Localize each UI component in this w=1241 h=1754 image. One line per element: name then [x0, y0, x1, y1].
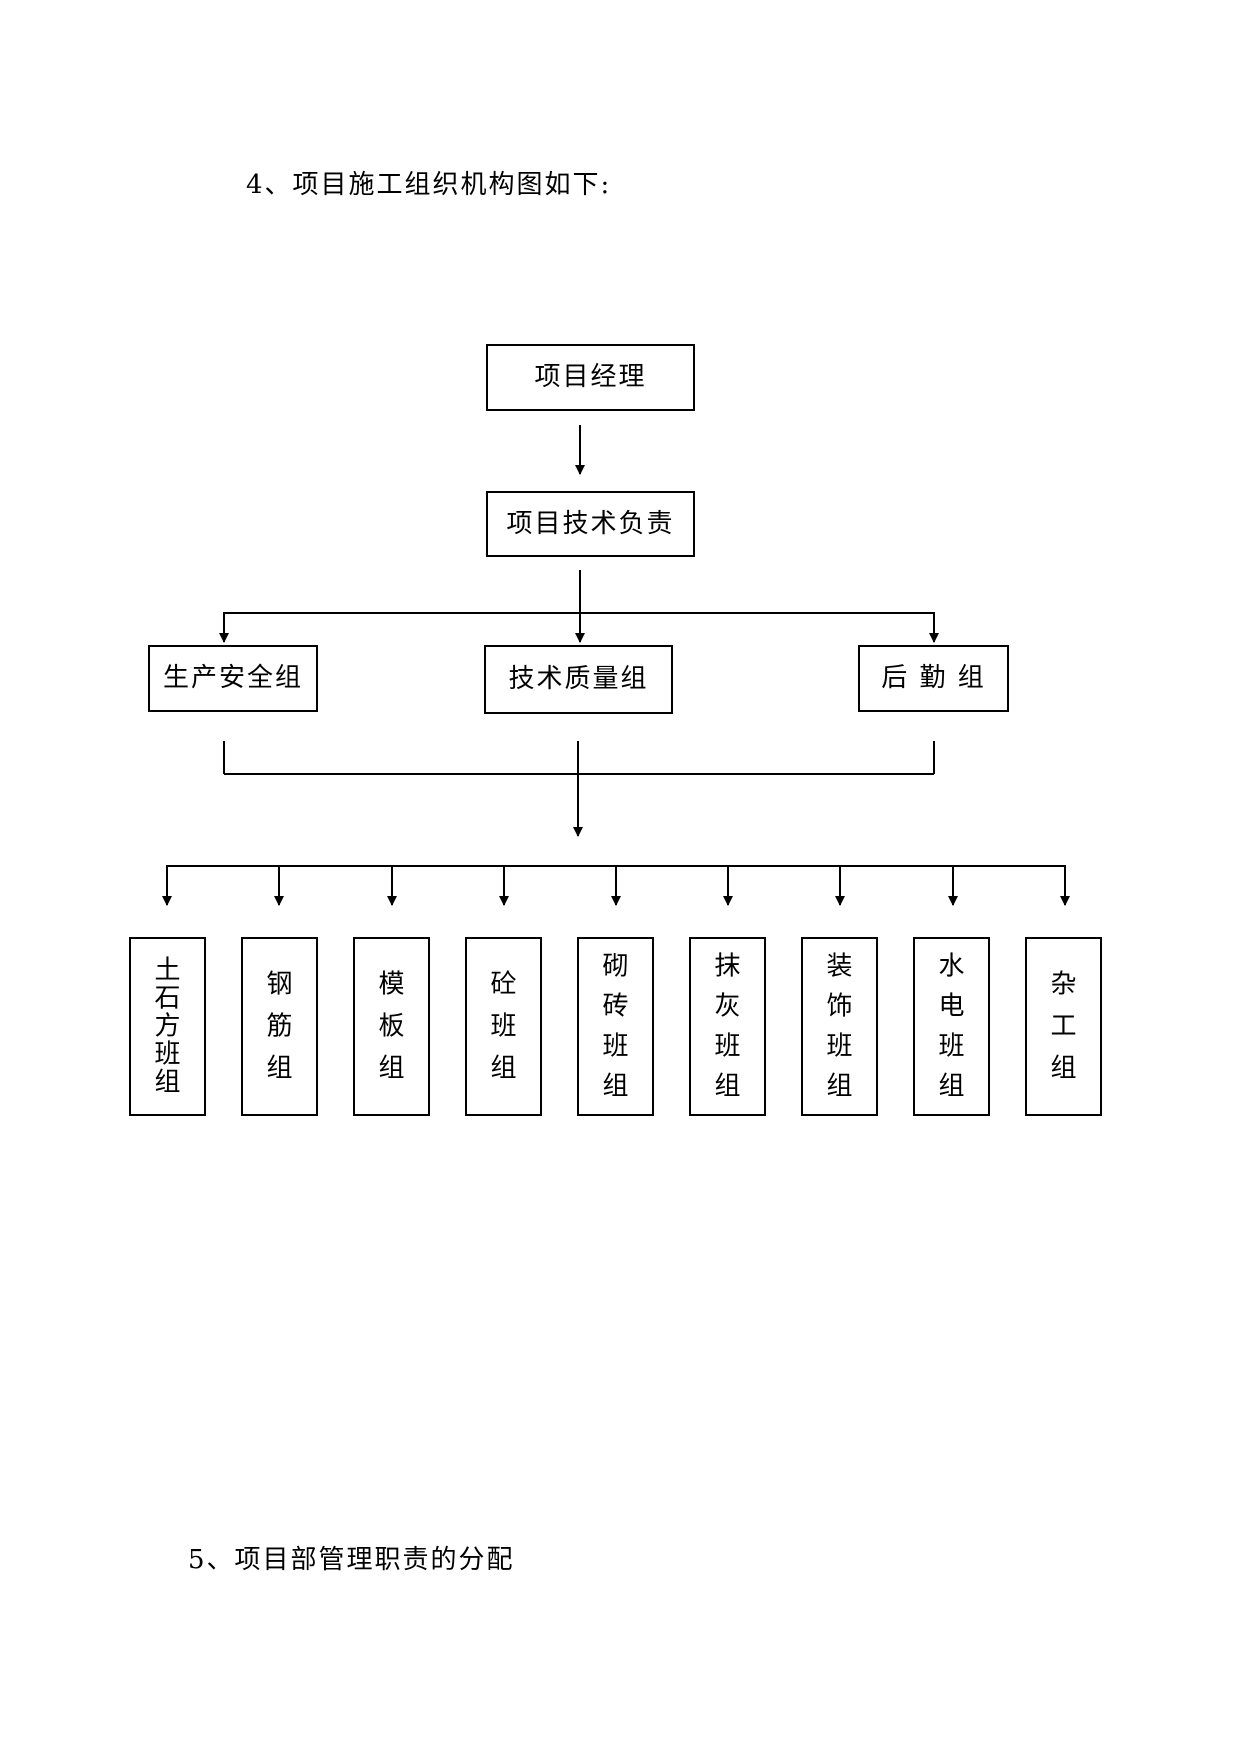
team-4: 砼班组: [465, 937, 542, 1116]
group-label: 技术质量组: [508, 664, 648, 694]
team-box: [801, 937, 878, 1116]
connector-groups-merge: [223, 741, 935, 837]
team-2: 钢筋组: [241, 937, 318, 1116]
node-project-manager-label: 项目经理: [534, 362, 646, 392]
team-label: 砌砖班组: [602, 952, 628, 1102]
group-label: 后 勤 组: [881, 663, 986, 693]
team-box: [353, 937, 430, 1116]
team-label: 水电班组: [938, 952, 964, 1102]
connector-to-teams: [162, 865, 1070, 906]
group-logistics: 后 勤 组: [858, 645, 1009, 712]
team-6: 抹灰班组: [689, 937, 766, 1116]
connector-tech-lead-to-groups: [219, 570, 939, 643]
team-label: 土石方班组: [154, 956, 180, 1098]
section-5-heading: 5、项目部管理职责的分配: [188, 1545, 515, 1575]
section-4-heading: 4、项目施工组织机构图如下:: [246, 170, 612, 200]
group-technical-quality: 技术质量组: [484, 645, 673, 714]
team-label: 杂工组: [1050, 970, 1076, 1084]
team-1: 土石方班组: [129, 937, 206, 1116]
team-box: [689, 937, 766, 1116]
team-box: [1025, 937, 1102, 1116]
group-label: 生产安全组: [163, 663, 303, 693]
team-label: 砼班组: [490, 970, 516, 1084]
team-label: 钢筋组: [266, 970, 292, 1084]
team-box: [465, 937, 542, 1116]
node-technical-lead: 项目技术负责: [486, 491, 695, 557]
team-9: 杂工组: [1025, 937, 1102, 1116]
team-boxes: 土石方班组 钢筋组 模板组 砼班组 砌砖班组 抹灰班组 装饰班组 水电班组 杂工组: [129, 937, 1102, 1116]
team-3: 模板组: [353, 937, 430, 1116]
team-8: 水电班组: [913, 937, 990, 1116]
node-project-manager: 项目经理: [486, 344, 695, 411]
team-box: [129, 937, 206, 1116]
team-label: 模板组: [378, 970, 404, 1084]
team-box: [913, 937, 990, 1116]
team-label: 抹灰班组: [714, 952, 740, 1102]
group-safety-production: 生产安全组: [148, 645, 318, 712]
team-box: [241, 937, 318, 1116]
node-technical-lead-label: 项目技术负责: [506, 509, 674, 539]
team-label: 装饰班组: [826, 952, 852, 1102]
team-box: [577, 937, 654, 1116]
team-7: 装饰班组: [801, 937, 878, 1116]
team-5: 砌砖班组: [577, 937, 654, 1116]
